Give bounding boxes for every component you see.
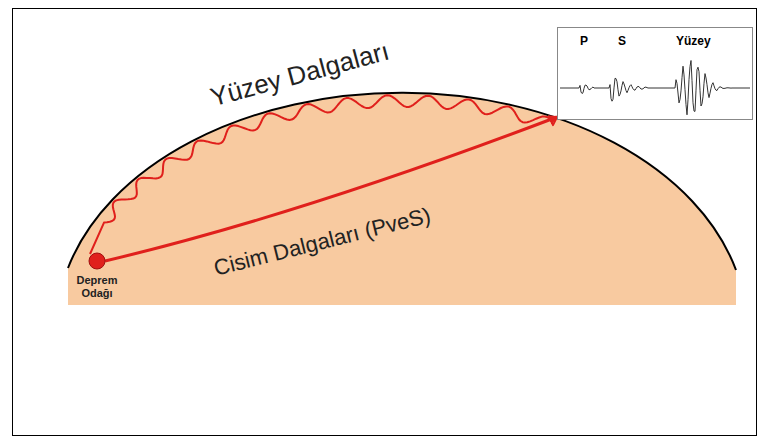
earth-body <box>68 93 736 305</box>
wave-phase-label: P <box>580 34 588 48</box>
focus-label: Deprem Odağı <box>72 274 122 300</box>
seismogram-box: P S Yüzey <box>557 27 753 120</box>
earthquake-focus: Deprem Odağı <box>72 252 122 304</box>
frame <box>13 9 757 436</box>
focus-dot <box>88 252 106 270</box>
wave-phase-label: Yüzey <box>676 34 711 48</box>
wave-phase-label: S <box>618 34 626 48</box>
